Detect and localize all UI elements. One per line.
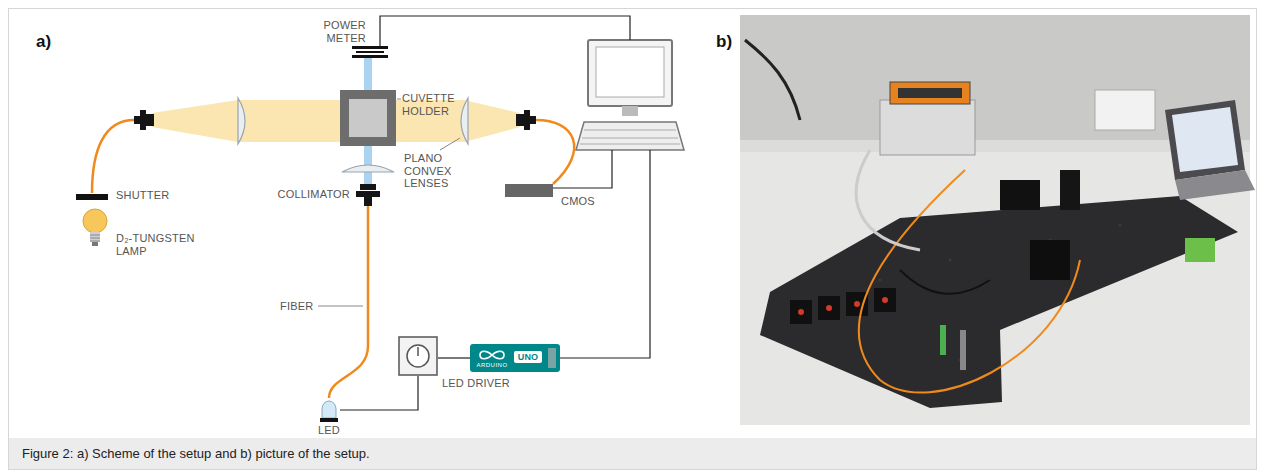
part-label: LED DRIVER	[442, 377, 522, 390]
part-label: D₂-TUNGSTEN LAMP	[116, 232, 196, 257]
optical-fiber	[329, 206, 368, 398]
power-meter: POWER METER	[352, 46, 388, 58]
signal-wire	[340, 376, 418, 410]
optical-fiber	[92, 120, 134, 193]
figure-caption: Figure 2: a) Scheme of the setup and b) …	[22, 446, 370, 461]
lamp-symbol: D₂-TUNGSTEN LAMP	[80, 208, 110, 248]
plano-convex-lens	[461, 98, 468, 144]
signal-wire	[553, 150, 612, 188]
shutter: SHUTTER	[76, 194, 108, 200]
cuvette-holder-shape	[340, 90, 396, 146]
computer-icon	[576, 40, 684, 150]
shutter-shape	[76, 194, 108, 200]
leader-line	[318, 306, 363, 307]
signal-wire	[438, 357, 470, 358]
plano-convex-lens	[238, 98, 245, 144]
leader-line	[397, 99, 401, 100]
part-label: SHUTTER	[116, 189, 186, 202]
led-symbol: LED	[318, 398, 340, 422]
part-label: UNO	[514, 351, 542, 363]
light-beam	[464, 100, 520, 142]
part-label: CMOS	[561, 195, 601, 208]
setup-photo	[740, 15, 1255, 425]
part-label: POWER METER	[318, 19, 366, 44]
signal-wire	[380, 16, 630, 46]
lamp-symbol-shape	[80, 208, 110, 248]
leader-line	[440, 138, 460, 150]
light-beam	[152, 100, 238, 142]
signal-wire	[560, 150, 650, 358]
part-label: PLANO CONVEX LENSES	[404, 152, 456, 190]
power-meter-shape	[352, 46, 388, 58]
collimator-symbol	[134, 110, 536, 130]
cmos-camera-shape	[505, 184, 553, 197]
part-label: LED	[314, 424, 344, 437]
led-driver-shape	[398, 336, 438, 376]
plano-convex-lens	[342, 165, 394, 172]
caption-band	[9, 438, 1256, 469]
cmos-camera: CMOS	[505, 184, 553, 197]
part-label: FIBER	[280, 300, 316, 313]
panel-letter: b)	[716, 32, 756, 52]
part-label: CUVETTE HOLDER	[402, 92, 460, 117]
arduino-board: UNOARDUINO	[470, 344, 560, 372]
cuvette-holder: CUVETTE HOLDER	[340, 90, 396, 146]
led-symbol-shape	[318, 398, 340, 422]
panel-letter: a)	[36, 32, 76, 52]
led-driver: LED DRIVER	[398, 336, 438, 376]
collimator-symbol: COLLIMATOR	[356, 184, 380, 206]
part-label: ARDUINO	[472, 362, 512, 369]
optical-fiber	[536, 120, 574, 184]
figure-frame	[9, 9, 1257, 470]
part-label: COLLIMATOR	[272, 188, 350, 201]
collimator-symbol-shape	[356, 184, 380, 206]
